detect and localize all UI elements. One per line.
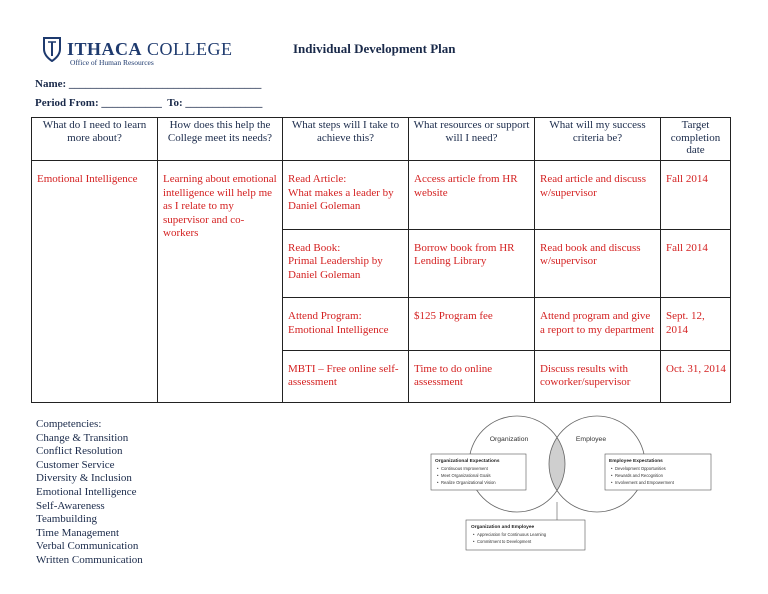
emp-box-title: Employee Expectations: [609, 458, 663, 464]
header-learn: What do I need to learn more about?: [31, 117, 158, 161]
org-expectations-box: Organizational Expectations • Continuous…: [430, 453, 527, 491]
venn-label-organization: Organization: [490, 436, 529, 443]
logo-name-1: ITHACA: [67, 39, 143, 59]
venn-diagram: Organization Employee Organizational Exp…: [430, 415, 712, 551]
development-plan-table: What do I need to learn more about? How …: [31, 117, 731, 404]
logo-subtitle: Office of Human Resources: [70, 58, 154, 67]
resources-cell: Access article from HR website: [408, 160, 535, 230]
list-item: Time Management: [36, 526, 119, 539]
emp-box-bullet-1: •: [611, 466, 613, 471]
table-row: MBTI – Free online self-assessment Time …: [32, 349, 731, 404]
org-box-bullet-3: •: [437, 480, 439, 485]
period-field: Period From: ___________ To: ___________…: [35, 97, 263, 109]
list-item: Written Communication: [36, 553, 143, 566]
header-steps: What steps will I take to achieve this?: [282, 117, 409, 161]
target-date-cell: Fall 2014: [660, 228, 731, 299]
header-target-date: Target completion date: [660, 117, 731, 161]
org-box-item: Continuous Improvement: [441, 466, 489, 471]
org-box-item: Realize Organizational Vision: [441, 480, 496, 485]
learn-topic-cell: Emotional Intelligence: [31, 160, 158, 403]
emp-box-item: Development Opportunities: [615, 466, 666, 471]
name-field: Name: __________________________________…: [35, 78, 262, 90]
document-title: Individual Development Plan: [293, 41, 456, 56]
list-item: Teambuilding: [36, 513, 97, 526]
criteria-cell: Discuss results with coworker/supervisor: [534, 349, 661, 404]
target-date-cell: Sept. 12, 2014: [660, 297, 731, 351]
resources-cell: $125 Program fee: [408, 297, 535, 351]
emp-box-item: Involvement and Empowerment: [615, 480, 675, 485]
resources-cell: Time to do online assessment: [408, 349, 535, 404]
steps-cell: MBTI – Free online self-assessment: [282, 349, 409, 404]
org-box-item: Meet Organizational Goals: [441, 473, 491, 478]
target-date-cell: Oct. 31, 2014: [660, 349, 731, 404]
competencies-heading: Competencies:: [36, 418, 102, 430]
list-item: Emotional Intelligence: [36, 485, 137, 498]
emp-box-bullet-2: •: [611, 473, 613, 478]
header-resources: What resources or support will I need?: [408, 117, 535, 161]
both-box-bullet-2: •: [473, 539, 475, 544]
list-item: Customer Service: [36, 458, 115, 471]
criteria-cell: Attend program and give a report to my d…: [534, 297, 661, 351]
org-box-bullet-2: •: [437, 473, 439, 478]
logo-name-2: COLLEGE: [147, 39, 233, 59]
list-item: Change & Transition: [36, 431, 129, 444]
college-needs-cell: Learning about emotional intelligence wi…: [157, 160, 283, 403]
list-item: Diversity & Inclusion: [36, 472, 132, 485]
table-row: Emotional Intelligence Learning about em…: [31, 160, 731, 403]
both-box-item: Appreciation for Continuous Learning: [477, 532, 547, 537]
shield-icon: [43, 37, 61, 62]
header-criteria: What will my success criteria be?: [534, 117, 661, 161]
both-box-bullet-1: •: [473, 532, 475, 537]
steps-cell: Read Article: What makes a leader by Dan…: [282, 160, 409, 230]
venn-label-employee: Employee: [576, 436, 606, 443]
employee-expectations-box: Employee Expectations • Development Oppo…: [604, 453, 712, 491]
table-row: Read Book: Primal Leadership by Daniel G…: [32, 228, 731, 299]
criteria-cell: Read book and discuss w/supervisor: [534, 228, 661, 299]
target-date-cell: Fall 2014: [660, 160, 731, 230]
steps-cell: Attend Program: Emotional Intelligence: [282, 297, 409, 351]
emp-box-bullet-3: •: [611, 480, 613, 485]
steps-cell: Read Book: Primal Leadership by Daniel G…: [282, 228, 409, 299]
list-item: Conflict Resolution: [36, 445, 123, 458]
both-box-title: Organization and Employee: [471, 524, 535, 530]
logo-wordmark: ITHACA COLLEGE: [67, 40, 233, 58]
org-box-title: Organizational Expectations: [435, 458, 500, 464]
criteria-cell: Read article and discuss w/supervisor: [534, 160, 661, 230]
competencies-list: Competencies: Change & Transition Confli…: [36, 418, 143, 568]
list-item: Self-Awareness: [36, 499, 105, 512]
ithaca-college-logo: ITHACA COLLEGE: [42, 36, 233, 62]
list-item: Verbal Communication: [36, 540, 139, 553]
org-box-bullet-1: •: [437, 466, 439, 471]
resources-cell: Borrow book from HR Lending Library: [408, 228, 535, 299]
table-header-row: What do I need to learn more about? How …: [31, 117, 731, 161]
header-college-needs: How does this help the College meet its …: [157, 117, 283, 161]
org-and-employee-box: Organization and Employee • Appreciation…: [465, 519, 586, 551]
emp-box-item: Rewards and Recognition: [615, 473, 664, 478]
both-box-item: Commitment to Development: [477, 539, 532, 544]
